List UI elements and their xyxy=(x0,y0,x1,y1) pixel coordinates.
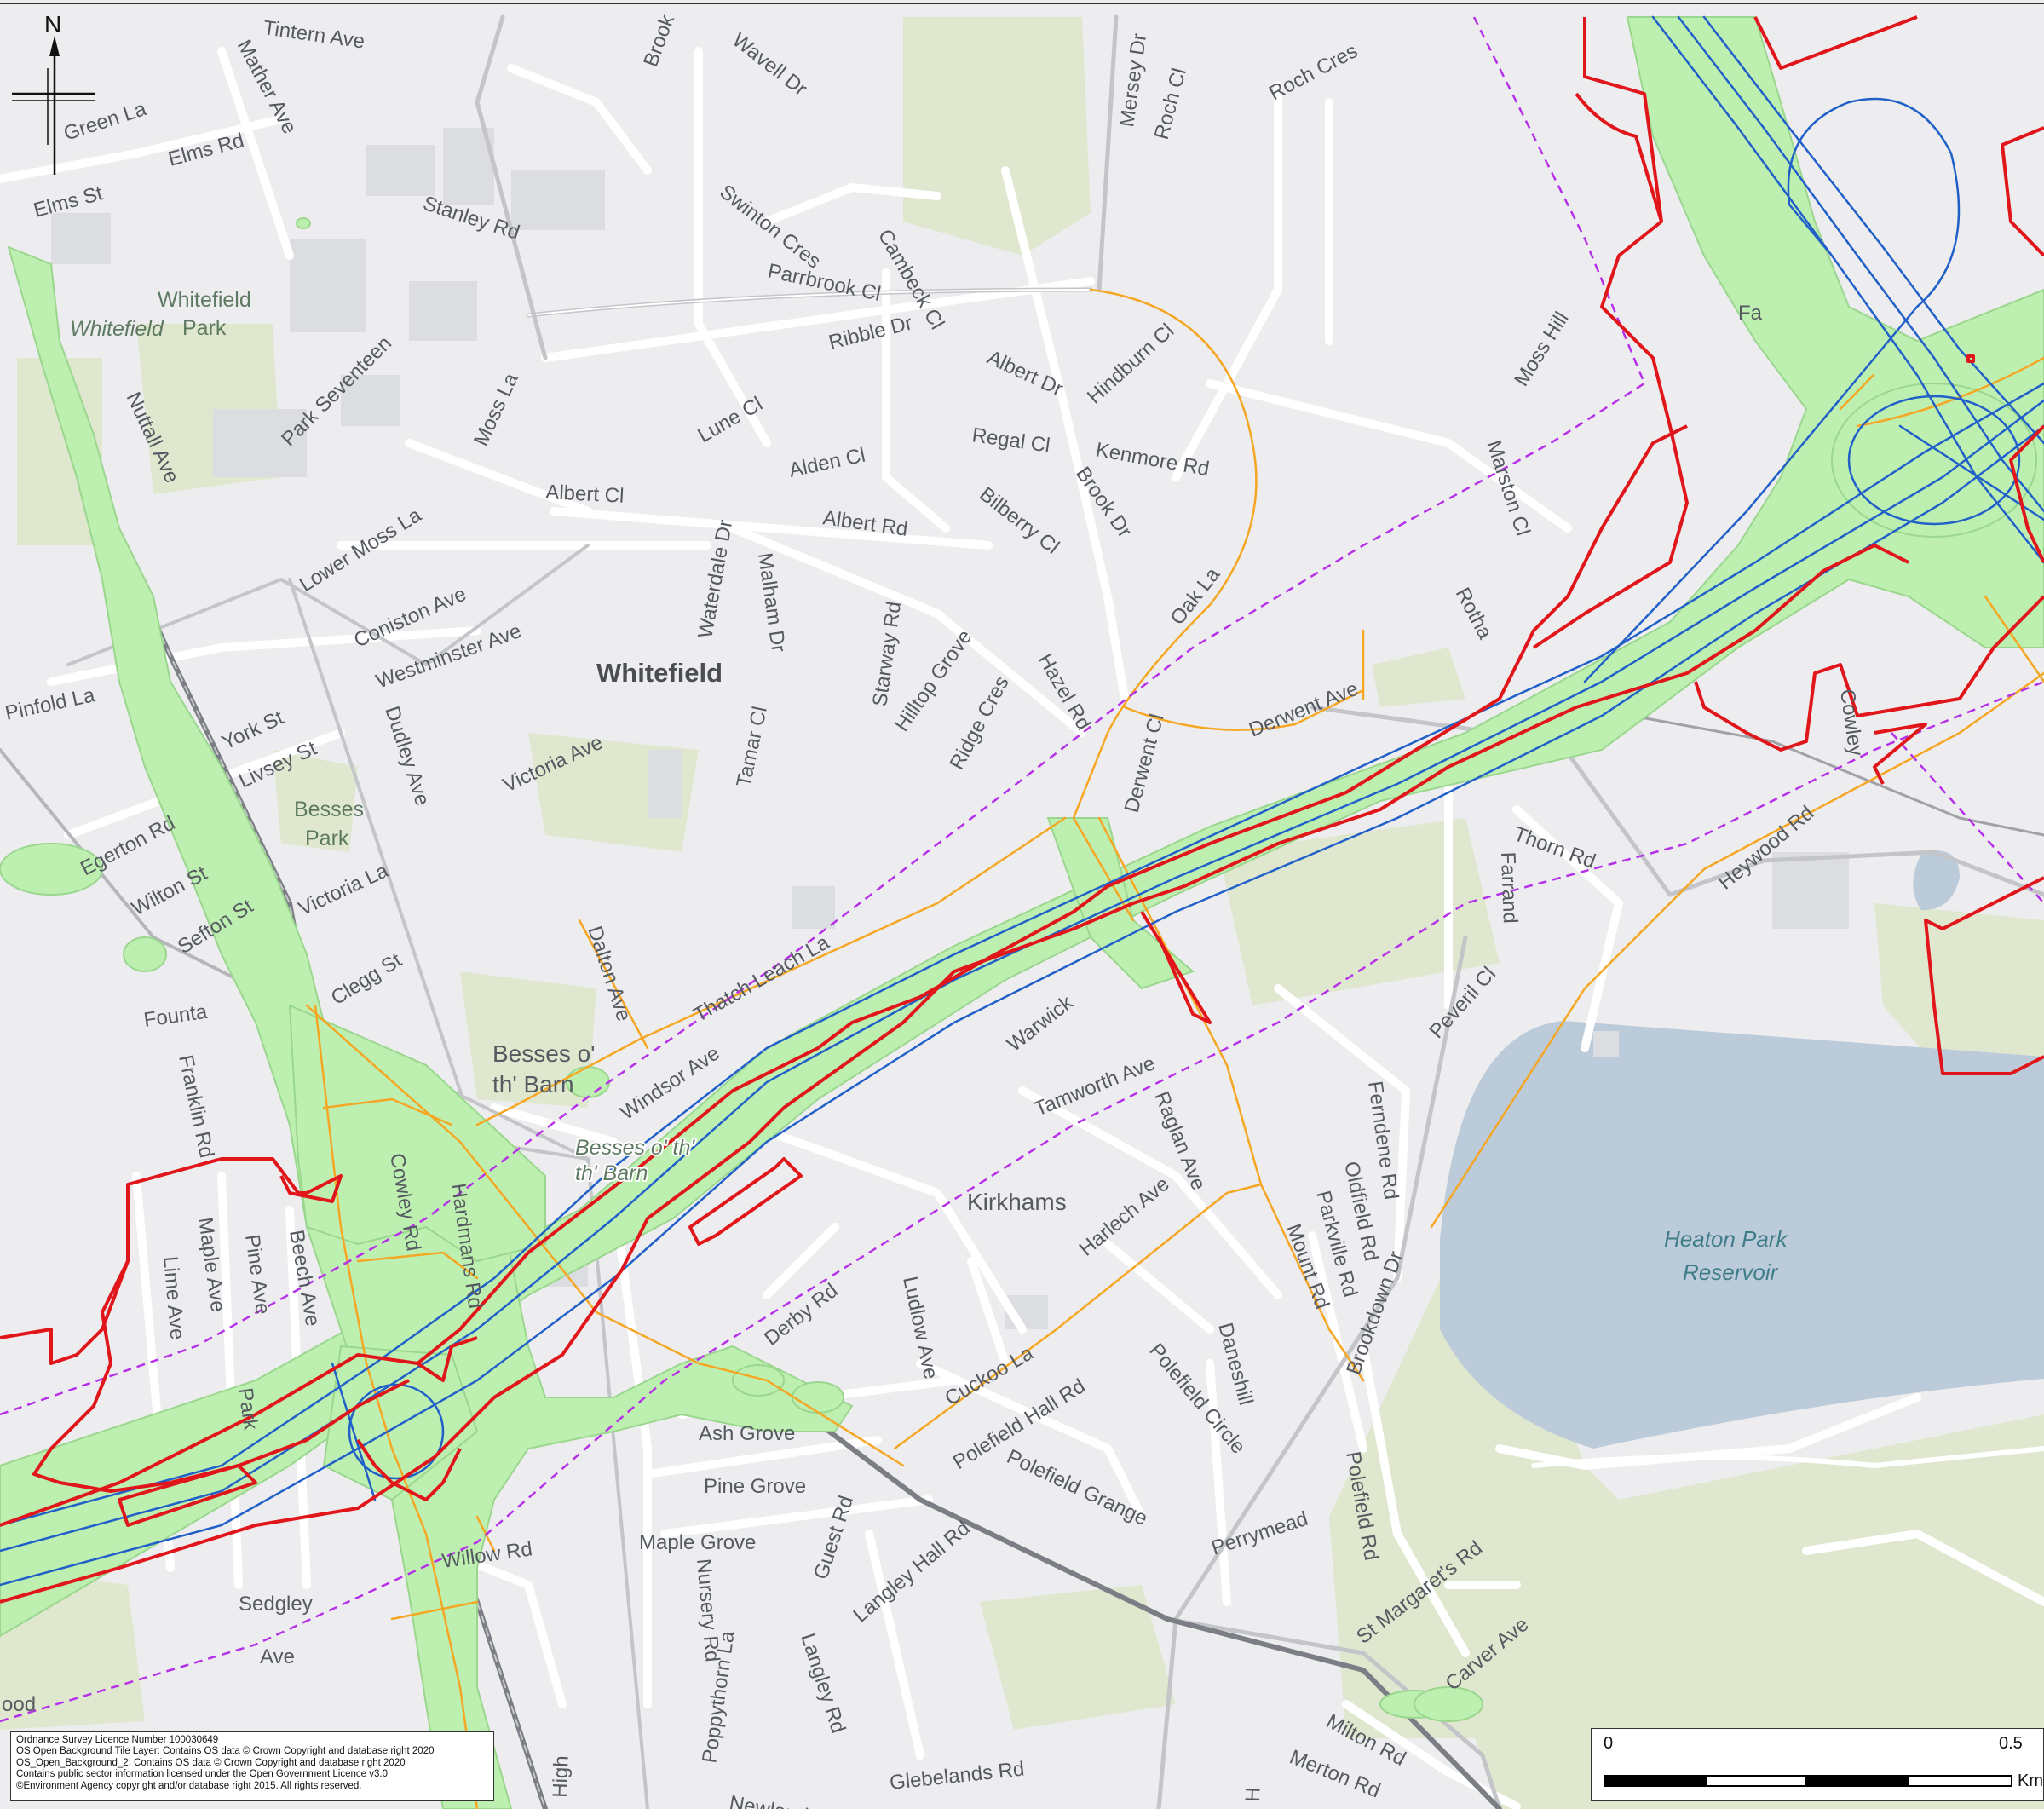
local-roads xyxy=(305,288,2044,1809)
scheme-boundary xyxy=(0,15,2044,1604)
copyright-box: Ordnance Survey Licence Number 100030649… xyxy=(10,1731,494,1801)
reservoir-label-2: Reservoir xyxy=(1683,1259,1779,1285)
street-albert-cl: Albert Cl xyxy=(545,481,625,508)
north-arrow: N xyxy=(12,11,95,175)
park-besses-1: Besses xyxy=(294,798,364,821)
scale-segment-1 xyxy=(1604,1775,1706,1787)
place-kirkhams: Kirkhams xyxy=(967,1189,1067,1215)
street-maple-grove: Maple Grove xyxy=(639,1531,756,1554)
copyright-line-5: ©Environment Agency copyright and/or dat… xyxy=(16,1780,362,1791)
scale-segment-2 xyxy=(1706,1775,1806,1787)
street-farrand: Farrand xyxy=(1496,851,1522,924)
station-whitefield: Whitefield xyxy=(70,317,164,341)
place-sedgley-1: Sedgley xyxy=(239,1593,313,1616)
copyright-line-1: Ordnance Survey Licence Number 100030649 xyxy=(16,1735,219,1745)
street-fa: Fa xyxy=(1738,302,1763,325)
street-pine-grove: Pine Grove xyxy=(704,1475,806,1498)
station-besses-2: th' Barn xyxy=(575,1161,648,1185)
scale-unit-label: Km xyxy=(2018,1772,2043,1790)
place-labels: Whitefield Kirkhams Besses o' th' Barn B… xyxy=(70,288,1789,1668)
park-whitefield-1: Whitefield xyxy=(158,288,251,312)
scale-segment-4 xyxy=(1907,1775,2012,1787)
station-besses-1: Besses o' th' xyxy=(575,1136,695,1160)
place-sedgley-2: Ave xyxy=(260,1645,295,1668)
street-high: High xyxy=(549,1755,573,1798)
street-ash-grove: Ash Grove xyxy=(699,1422,795,1445)
reservoir-label-1: Heaton Park xyxy=(1664,1226,1789,1252)
street-h: H xyxy=(1241,1787,1265,1802)
building-blocks xyxy=(51,128,1849,1329)
scale-start-label: 0 xyxy=(1604,1734,1614,1753)
copyright-line-2: OS Open Background Tile Layer: Contains … xyxy=(16,1746,435,1757)
north-arrow-label: N xyxy=(44,11,61,37)
scale-bar: 0 0.5 Km xyxy=(1591,1728,2044,1801)
small-pond xyxy=(1913,850,1960,911)
minor-streets xyxy=(0,47,2044,1809)
copyright-line-3: OS_Open_Background_2: Contains OS data ©… xyxy=(16,1757,406,1768)
park-besses-2: Park xyxy=(305,827,349,850)
scale-end-label: 0.5 xyxy=(1999,1734,2023,1753)
buffer-zone xyxy=(0,16,2044,1723)
place-besses-2: th' Barn xyxy=(492,1071,574,1097)
street-wood: ood xyxy=(2,1693,36,1716)
copyright-line-4: Contains public sector information licen… xyxy=(16,1769,388,1780)
heaton-park-reservoir xyxy=(1440,1021,2044,1449)
place-besses-1: Besses o' xyxy=(492,1040,596,1067)
scale-segment-3 xyxy=(1806,1775,1907,1787)
park-whitefield-2: Park xyxy=(182,316,227,340)
place-whitefield: Whitefield xyxy=(596,658,723,688)
